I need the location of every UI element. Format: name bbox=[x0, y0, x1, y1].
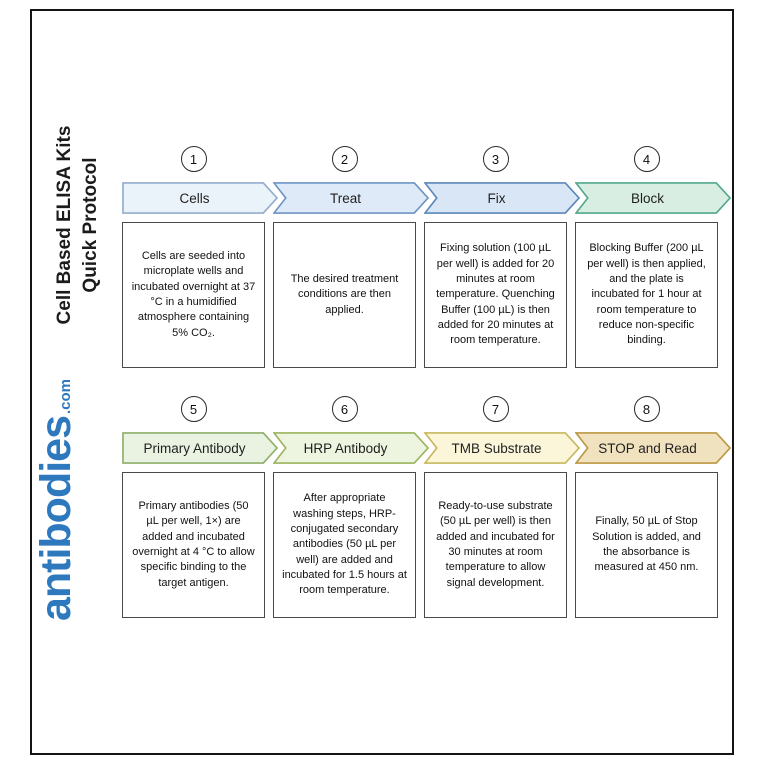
step-number: 5 bbox=[189, 401, 198, 417]
step-description: Cells are seeded into microplate wells a… bbox=[131, 249, 256, 339]
arrow-shape-icon bbox=[273, 432, 430, 464]
step-description: The desired treatment conditions are the… bbox=[290, 272, 399, 316]
step-label: Treat bbox=[329, 190, 361, 206]
step-description-box: Finally, 50 µL of Stop Solution is added… bbox=[575, 472, 718, 618]
steps-row-1: 1 Cells Cells are seeded into microplate… bbox=[122, 146, 732, 368]
step-arrow: STOP and Read bbox=[575, 432, 732, 464]
step-arrow: Cells bbox=[122, 182, 279, 214]
step-column-7: 7 TMB Substrate Ready-to-use substrate (… bbox=[424, 396, 581, 618]
step-column-6: 6 HRP Antibody After appropriate washing… bbox=[273, 396, 430, 618]
outer-frame bbox=[30, 9, 734, 755]
step-arrow: Treat bbox=[273, 182, 430, 214]
protocol-steps: 1 Cells Cells are seeded into microplate… bbox=[122, 146, 732, 618]
step-description-box: Fixing solution (100 µL per well) is add… bbox=[424, 222, 567, 368]
step-number-badge: 5 bbox=[180, 396, 207, 422]
step-number: 2 bbox=[340, 151, 349, 167]
step-label: HRP Antibody bbox=[303, 440, 388, 456]
step-number: 4 bbox=[642, 151, 651, 167]
step-arrow: Fix bbox=[424, 182, 581, 214]
step-arrow: HRP Antibody bbox=[273, 432, 430, 464]
arrow-shape-icon bbox=[122, 432, 279, 464]
title-line-1: Cell Based ELISA Kits bbox=[54, 125, 76, 325]
step-number: 7 bbox=[491, 401, 500, 417]
arrow-shape-icon bbox=[575, 182, 732, 214]
step-number-badge: 1 bbox=[180, 146, 207, 172]
step-description: After appropriate washing steps, HRP-con… bbox=[282, 492, 407, 597]
step-label: Cells bbox=[179, 190, 210, 206]
step-description-box: Cells are seeded into microplate wells a… bbox=[122, 222, 265, 368]
step-number-badge: 8 bbox=[633, 396, 660, 422]
step-number-badge: 7 bbox=[482, 396, 509, 422]
step-column-8: 8 STOP and Read Finally, 50 µL of Stop S… bbox=[575, 396, 732, 618]
step-description: Finally, 50 µL of Stop Solution is added… bbox=[592, 515, 701, 574]
arrow-shape-icon bbox=[575, 432, 732, 464]
step-number-badge: 4 bbox=[633, 146, 660, 172]
step-label: TMB Substrate bbox=[451, 440, 542, 456]
brand-suffix: .com bbox=[57, 378, 74, 414]
step-number: 6 bbox=[340, 401, 349, 417]
brand-logo: antibodies .com bbox=[32, 350, 116, 650]
step-number-badge: 2 bbox=[331, 146, 358, 172]
arrow-shape-icon bbox=[424, 432, 581, 464]
arrow-shape-icon bbox=[273, 182, 430, 214]
step-description: Ready-to-use substrate (50 µL per well) … bbox=[436, 499, 555, 589]
arrow-shape-icon bbox=[424, 182, 581, 214]
step-label: Primary Antibody bbox=[143, 440, 246, 456]
arrow-shape-icon bbox=[122, 182, 279, 214]
brand-name: antibodies bbox=[32, 416, 80, 622]
steps-row-2: 5 Primary Antibody Primary antibodies (5… bbox=[122, 396, 732, 618]
step-description-box: The desired treatment conditions are the… bbox=[273, 222, 416, 368]
step-column-5: 5 Primary Antibody Primary antibodies (5… bbox=[122, 396, 279, 618]
step-label: STOP and Read bbox=[598, 440, 697, 456]
step-description-box: Primary antibodies (50 µL per well, 1×) … bbox=[122, 472, 265, 618]
step-column-3: 3 Fix Fixing solution (100 µL per well) … bbox=[424, 146, 581, 368]
step-number-badge: 3 bbox=[482, 146, 509, 172]
step-description: Primary antibodies (50 µL per well, 1×) … bbox=[132, 499, 255, 589]
step-label: Block bbox=[630, 190, 664, 206]
step-number: 1 bbox=[189, 151, 198, 167]
step-description: Blocking Buffer (200 µL per well) is the… bbox=[587, 242, 706, 347]
step-column-1: 1 Cells Cells are seeded into microplate… bbox=[122, 146, 279, 368]
step-column-2: 2 Treat The desired treatment conditions… bbox=[273, 146, 430, 368]
step-number: 8 bbox=[642, 401, 651, 417]
step-description-box: Ready-to-use substrate (50 µL per well) … bbox=[424, 472, 567, 618]
step-arrow: Block bbox=[575, 182, 732, 214]
step-arrow: TMB Substrate bbox=[424, 432, 581, 464]
step-description: Fixing solution (100 µL per well) is add… bbox=[436, 242, 555, 347]
step-description-box: Blocking Buffer (200 µL per well) is the… bbox=[575, 222, 718, 368]
step-label: Fix bbox=[487, 190, 506, 206]
step-number: 3 bbox=[491, 151, 500, 167]
step-number-badge: 6 bbox=[331, 396, 358, 422]
vertical-title: Cell Based ELISA Kits Quick Protocol bbox=[36, 77, 120, 373]
step-description-box: After appropriate washing steps, HRP-con… bbox=[273, 472, 416, 618]
step-column-4: 4 Block Blocking Buffer (200 µL per well… bbox=[575, 146, 732, 368]
title-line-2: Quick Protocol bbox=[80, 157, 101, 293]
step-arrow: Primary Antibody bbox=[122, 432, 279, 464]
